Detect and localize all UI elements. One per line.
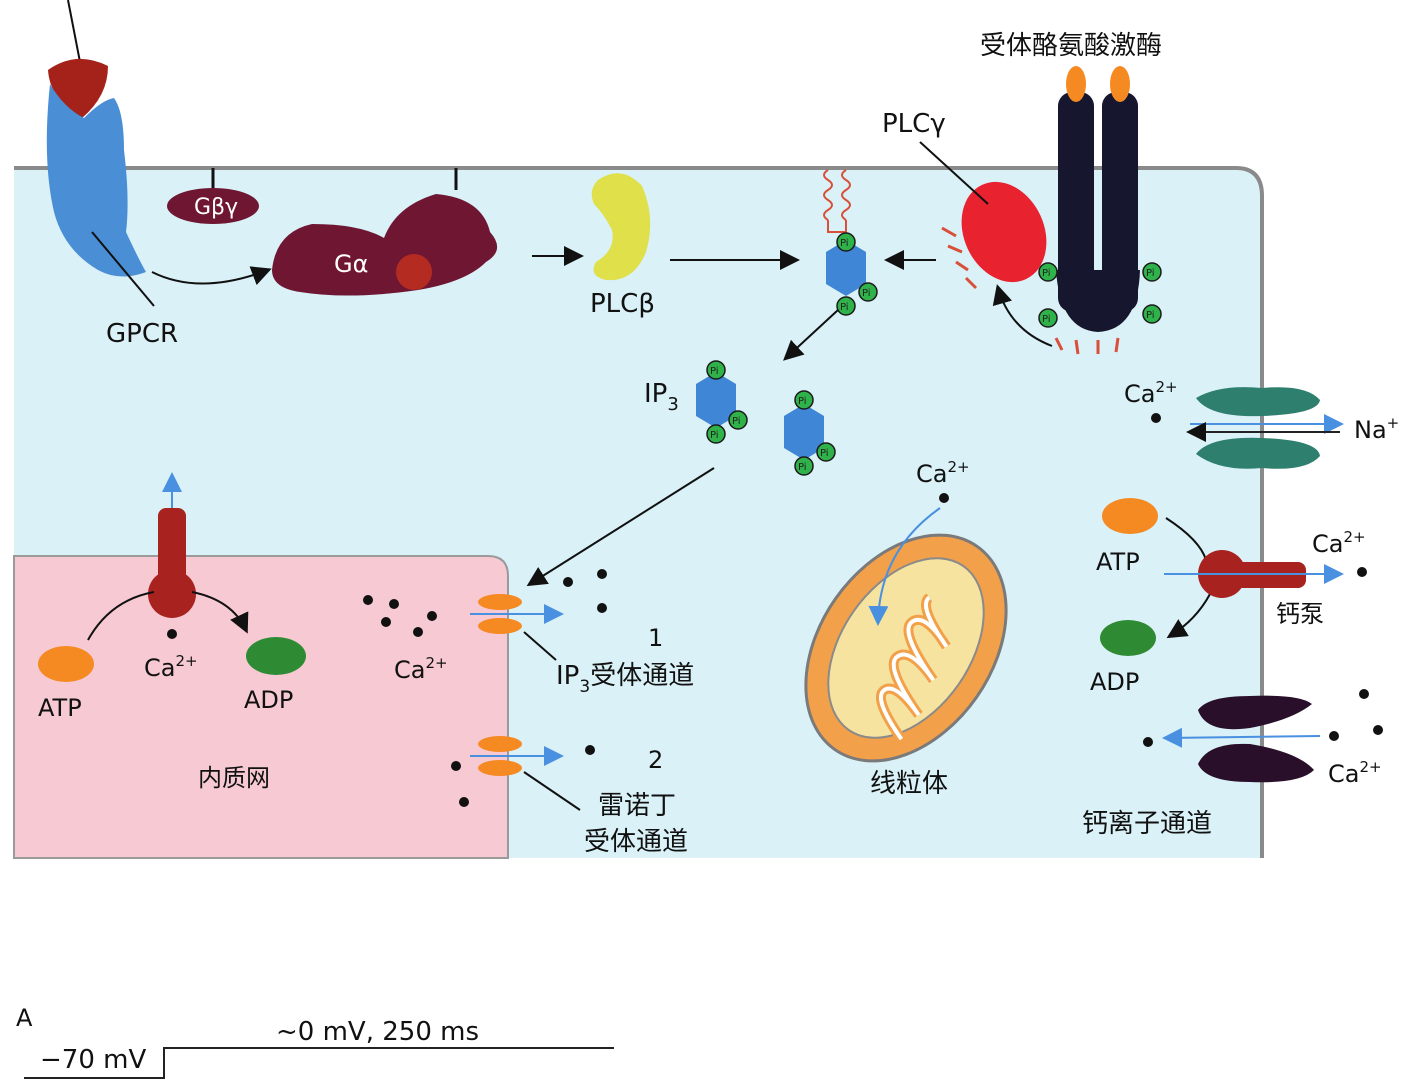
voltage-step-trace <box>24 1047 614 1079</box>
er-calcium-pump <box>148 472 196 618</box>
g-beta-gamma-label: Gβγ <box>194 195 238 220</box>
ca-ion-exchanger <box>1151 413 1161 423</box>
svg-text:Pi: Pi <box>840 238 849 249</box>
svg-text:Pi: Pi <box>1042 268 1051 279</box>
ca-channel-label: Ca2+ <box>1328 758 1382 788</box>
atp-icon-er <box>38 646 94 682</box>
ca-er-label: Ca2+ <box>144 652 198 682</box>
ca-ion-pumped-out <box>1357 567 1367 577</box>
adp-pm-label: ADP <box>1090 668 1139 696</box>
gpcr-pointer-line <box>91 231 155 307</box>
atp-er-label: ATP <box>38 694 82 722</box>
svg-text:Pi: Pi <box>1042 314 1051 325</box>
ca-pump-out-label: Ca2+ <box>1312 528 1366 558</box>
ca-cyto-label: Ca2+ <box>394 654 448 684</box>
ryanodine-label-1: 雷诺丁 <box>598 791 676 821</box>
ca-exchanger-label: Ca2+ <box>1124 378 1178 408</box>
calcium-ion-channel <box>1162 695 1321 783</box>
svg-text:Pi: Pi <box>1146 310 1155 321</box>
mitochondria-label: 线粒体 <box>870 769 948 799</box>
num-1-label: 1 <box>648 624 663 652</box>
svg-text:Pi: Pi <box>732 416 741 427</box>
atp-to-pump-curve <box>87 591 155 641</box>
plc-gamma-label: PLCγ <box>882 109 946 139</box>
rtk-label: 受体酪氨酸激酶 <box>980 31 1162 61</box>
pip2-molecule: Pi Pi Pi <box>823 169 878 316</box>
svg-text:Pi: Pi <box>1146 268 1155 279</box>
svg-text:Pi: Pi <box>840 302 849 313</box>
receptor-tyrosine-kinase: Pi Pi Pi Pi <box>1038 66 1162 332</box>
extracellular-calcium-ions <box>1143 689 1383 747</box>
ca-ion-mito <box>939 493 949 503</box>
adp-er-label: ADP <box>244 686 293 714</box>
na-label: Na+ <box>1354 414 1399 444</box>
step-label: ~0 mV, 250 ms <box>276 1017 479 1047</box>
plasma-membrane <box>14 166 1264 858</box>
atp-pm-label: ATP <box>1096 548 1140 576</box>
ryanodine-receptor-channel <box>470 736 564 776</box>
gpcr-receptor <box>46 84 146 277</box>
ip3-label: IP3 <box>644 379 679 415</box>
ca-ion <box>167 629 177 639</box>
svg-text:Pi: Pi <box>862 288 871 299</box>
atp-to-pm-pump-curve <box>1165 517 1207 561</box>
panel-a-letter: A <box>16 1004 33 1032</box>
calcium-pump-label: 钙泵 <box>1276 600 1324 628</box>
plc-beta-enzyme <box>591 173 651 281</box>
num-2-label: 2 <box>648 746 663 774</box>
svg-text:Pi: Pi <box>710 366 719 377</box>
cyto-calcium-ions <box>563 569 607 755</box>
ligand-pointer-line <box>67 0 81 63</box>
svg-text:Pi: Pi <box>798 462 807 473</box>
er-label: 内质网 <box>198 764 270 792</box>
ca-mito-label: Ca2+ <box>916 458 970 488</box>
svg-text:Pi: Pi <box>798 396 807 407</box>
g-beta-gamma-protein <box>167 188 259 224</box>
svg-text:Pi: Pi <box>820 448 829 459</box>
na-ca-exchanger <box>1186 387 1344 469</box>
ip3-receptor-channel <box>470 594 564 634</box>
holding-label: −70 mV <box>40 1045 146 1075</box>
plc-gamma-enzyme <box>961 181 1047 283</box>
adp-icon-er <box>246 637 306 675</box>
svg-text:Pi: Pi <box>710 430 719 441</box>
mitochondrion <box>804 533 1008 763</box>
ip3-receptor-label: IP3受体通道 <box>556 661 694 697</box>
gpcr-label: GPCR <box>106 319 178 349</box>
ca-ion-channel-label: 钙离子通道 <box>1082 809 1212 839</box>
plasma-membrane-calcium-pump <box>1164 550 1344 598</box>
plc-beta-label: PLCβ <box>590 289 655 319</box>
rtk-activates-plcg-arrow <box>992 284 1053 347</box>
ip3-molecule-2: Pi Pi Pi <box>784 390 836 476</box>
pump-to-adp-arrow <box>191 591 249 634</box>
gpcr-to-galpha-arrow <box>151 266 272 286</box>
g-alpha-protein <box>272 194 498 296</box>
plc-gamma-activity-marks <box>941 226 1120 355</box>
ip3-molecule-1: Pi Pi Pi <box>696 360 748 444</box>
gdp-gtp-icon <box>396 254 432 290</box>
adp-icon-pm <box>1100 620 1156 656</box>
pip2-to-ip3-arrow <box>783 309 839 361</box>
pm-pump-to-adp-arrow <box>1166 593 1211 639</box>
er-calcium-ions <box>363 595 469 807</box>
ryanodine-label-2: 受体通道 <box>584 827 688 857</box>
plc-gamma-pointer-line <box>919 141 989 205</box>
ca-into-mito-arrow <box>868 507 941 626</box>
atp-icon-pm <box>1102 498 1158 534</box>
g-alpha-label: Gα <box>334 250 368 278</box>
ip3-to-receptor-arrow <box>526 467 715 587</box>
